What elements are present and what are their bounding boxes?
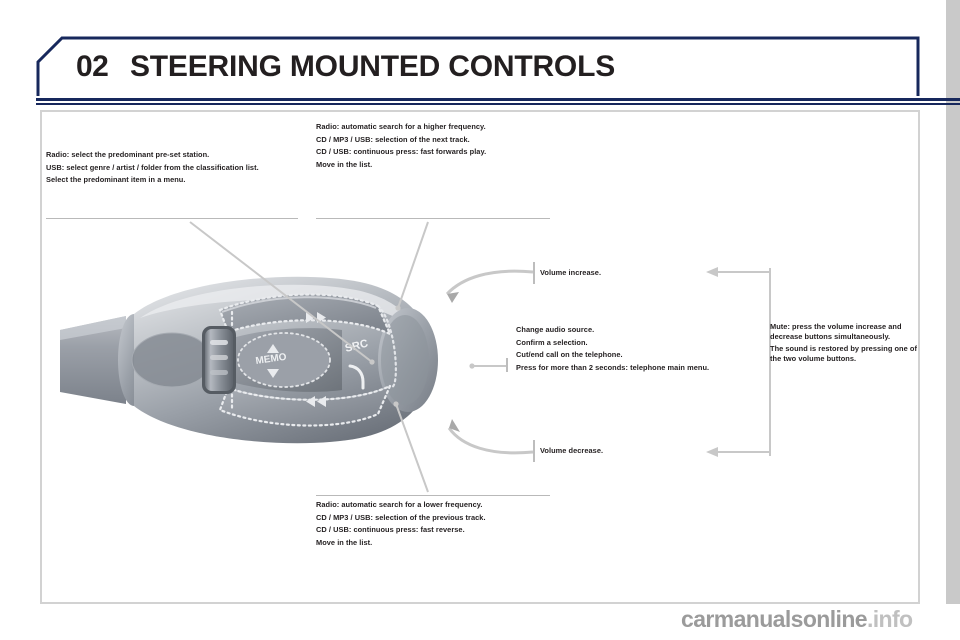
- callout-line: Select the predominant item in a menu.: [46, 175, 186, 185]
- callout-line: CD / MP3 / USB: selection of the previou…: [316, 512, 486, 522]
- phone-handset-icon: [348, 364, 365, 390]
- rule-top-centre: [316, 218, 550, 219]
- content-frame: [40, 110, 920, 604]
- callout-line: Radio: automatic search for a lower freq…: [316, 500, 483, 509]
- rule-bottom: [316, 495, 550, 496]
- callout-line: CD / USB: continuous press: fast forward…: [316, 147, 487, 157]
- rule-top-left: [46, 218, 298, 219]
- scroll-wheel-graphic: [202, 326, 236, 394]
- chapter-number: 02: [76, 50, 109, 83]
- tick-volume-decrease: [533, 440, 535, 462]
- callout-line: Mute: press the volume increase and decr…: [770, 322, 902, 341]
- callout-mute-note: Mute: press the volume increase and decr…: [770, 322, 920, 363]
- callout-top-left: Radio: select the predominant pre-set st…: [46, 150, 298, 185]
- label-volume-increase: Volume increase.: [540, 268, 700, 278]
- callout-bottom-centre: Radio: automatic search for a lower freq…: [316, 500, 556, 547]
- label-volume-decrease: Volume decrease.: [540, 446, 700, 456]
- page-title: STEERING MOUNTED CONTROLS: [130, 50, 616, 83]
- site-watermark: carmanualsonline.info: [681, 604, 960, 634]
- callout-line: The sound is restored by pressing one of…: [770, 344, 917, 363]
- header-frame: [36, 36, 920, 98]
- callout-line: Confirm a selection.: [516, 337, 588, 347]
- callout-line: Radio: select the predominant pre-set st…: [46, 150, 210, 159]
- callout-line: Volume increase.: [540, 268, 602, 277]
- callout-line: Move in the list.: [316, 537, 373, 547]
- header-rule-secondary: [36, 103, 960, 105]
- watermark-suffix: .info: [866, 606, 913, 632]
- steering-control-stalk-illustration: MEMO SRC: [60, 268, 480, 448]
- callout-line: USB: select genre / artist / folder from…: [46, 162, 259, 172]
- callout-line: Change audio source.: [516, 325, 595, 334]
- callout-line: Radio: automatic search for a higher fre…: [316, 122, 486, 131]
- callout-line: CD / MP3 / USB: selection of the next tr…: [316, 134, 470, 144]
- watermark-name: carmanualsonline: [681, 606, 868, 632]
- header-rule-primary: [36, 98, 960, 101]
- callout-line: Volume decrease.: [540, 446, 604, 455]
- callout-line: Press for more than 2 seconds: telephone…: [516, 362, 710, 372]
- callout-line: Move in the list.: [316, 159, 373, 169]
- fast-reverse-icon: [306, 396, 326, 407]
- callout-top-centre: Radio: automatic search for a higher fre…: [316, 122, 548, 169]
- tick-centre-callout: [506, 358, 508, 372]
- memo-down-arrow-icon: [267, 369, 279, 378]
- callout-centre-right: Change audio source. Confirm a selection…: [516, 325, 722, 372]
- page-edge-band: [946, 0, 960, 604]
- callout-line: Cut/end call on the telephone.: [516, 350, 623, 360]
- tick-volume-increase: [533, 262, 535, 284]
- callout-line: CD / USB: continuous press: fast reverse…: [316, 525, 465, 535]
